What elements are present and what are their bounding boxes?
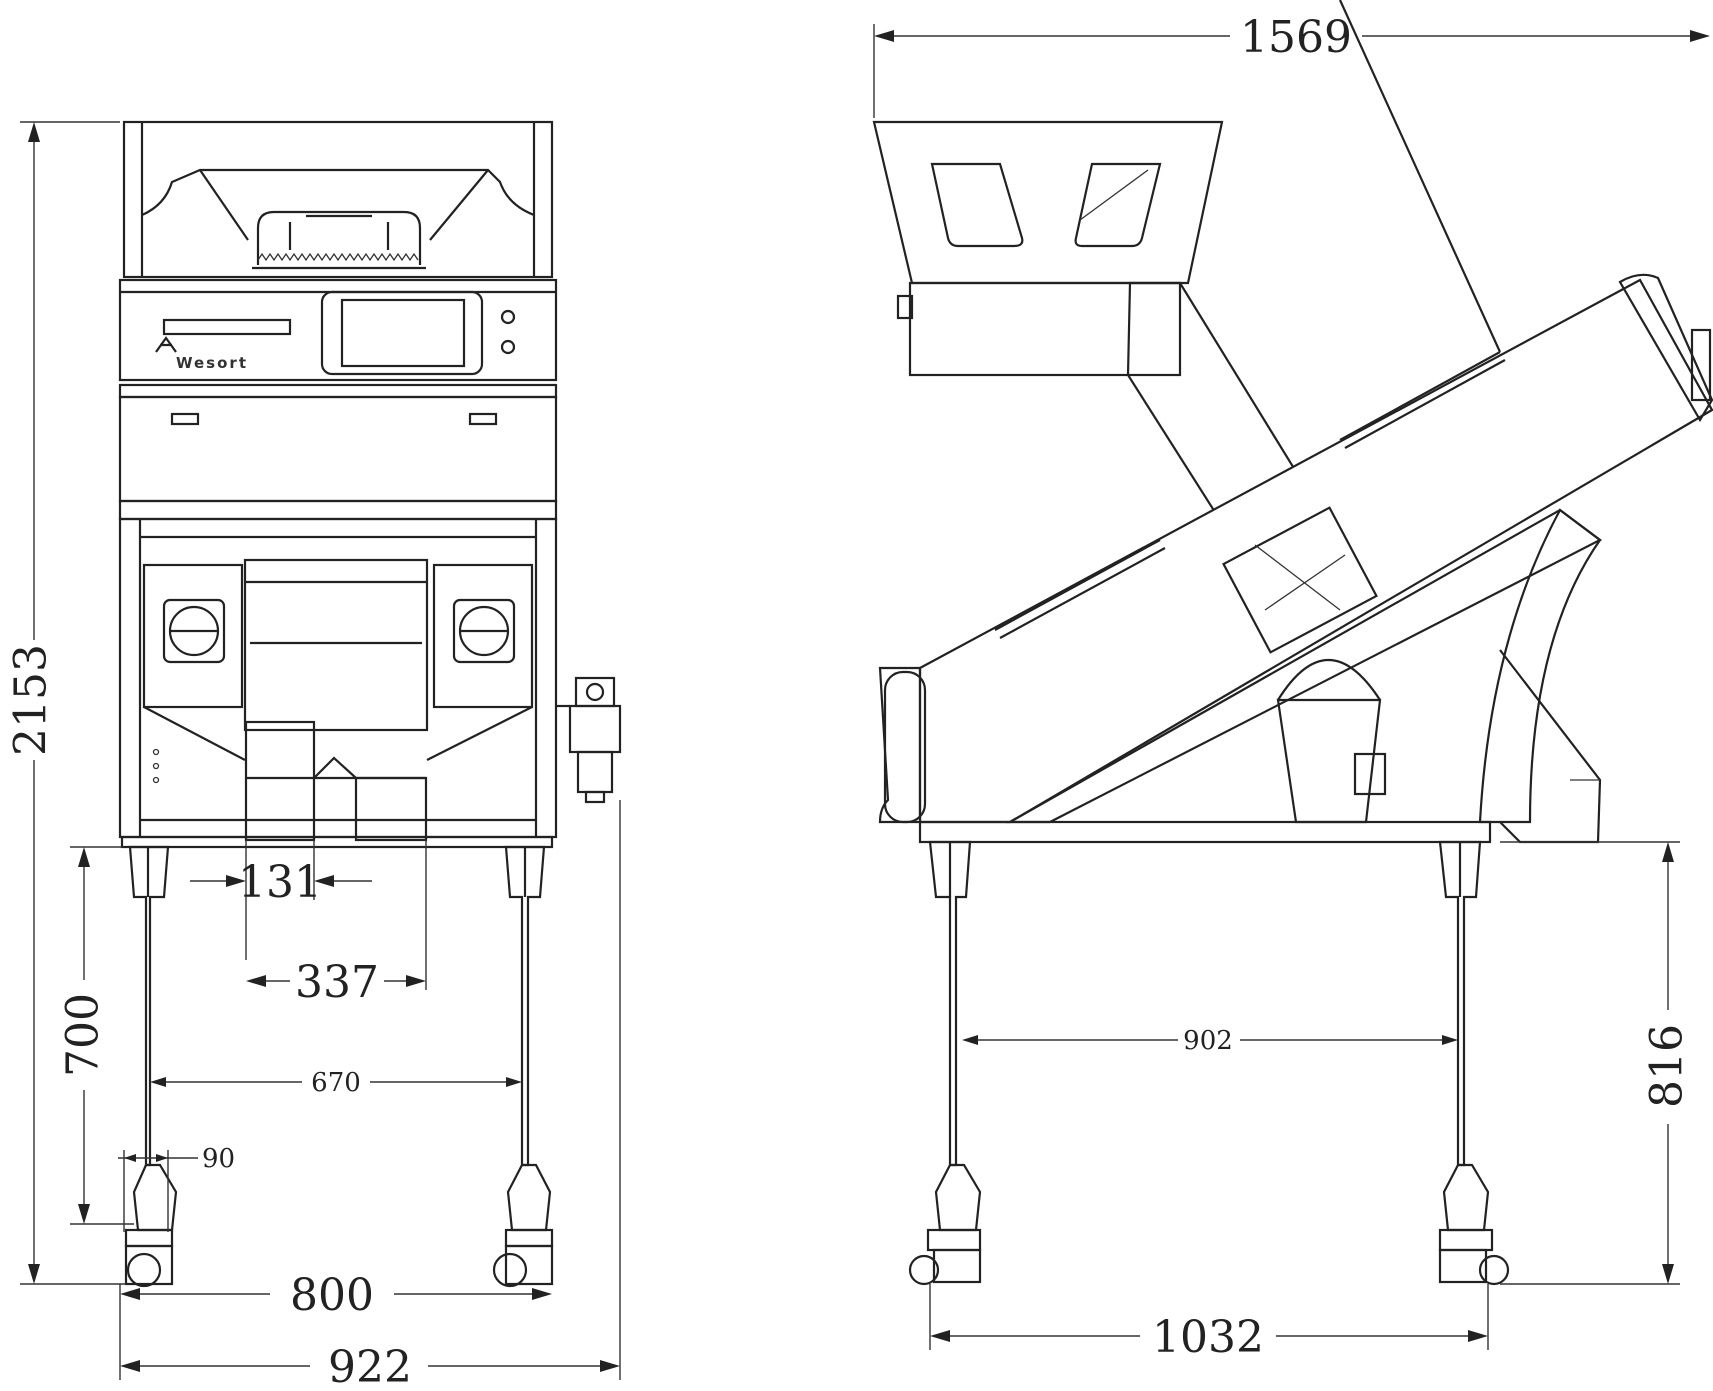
side-main-body [878, 0, 1713, 824]
dim-label-side-leg-inner-span: 902 [1183, 1026, 1233, 1056]
dim-label-overall-height: 2153 [6, 644, 57, 756]
front-dimensions: 2153 700 131 337 [6, 121, 621, 1391]
front-view: Wesort [118, 120, 622, 1288]
dim-caster-span: 800 [120, 1270, 552, 1321]
dim-label-caster-span: 800 [290, 1270, 374, 1321]
front-legs [120, 835, 554, 1288]
dim-overall-height: 2153 [6, 121, 126, 1285]
brand-logo: Wesort [176, 354, 248, 372]
dim-overall-width: 922 [119, 800, 621, 1391]
dim-label-side-caster-span: 1032 [1152, 1312, 1264, 1363]
side-hopper [872, 120, 1297, 522]
dim-label-leg-width: 90 [202, 1144, 235, 1174]
dim-label-overall-width: 922 [328, 1342, 412, 1391]
dim-label-overall-length: 1569 [1240, 12, 1352, 63]
side-view [872, 0, 1713, 1286]
dim-side-leg-inner-span: 902 [962, 1026, 1458, 1056]
front-upper-body [118, 383, 558, 521]
dim-leg-width: 90 [118, 1144, 235, 1232]
dim-outlet-width: 131 [190, 840, 372, 960]
dim-outlet-span: 337 [246, 840, 427, 1008]
front-control-panel: Wesort [118, 278, 558, 382]
side-legs [908, 840, 1510, 1286]
dim-side-leg-height: 816 [1500, 841, 1693, 1285]
dim-overall-length: 1569 [873, 12, 1710, 118]
front-filter-valve [556, 676, 622, 804]
dim-leg-height: 700 [58, 846, 134, 1225]
dim-leg-inner-span: 670 [150, 1068, 522, 1098]
dim-label-outlet-span: 337 [295, 957, 379, 1008]
dim-label-side-leg-height: 816 [1642, 1024, 1693, 1108]
dim-side-caster-span: 1032 [929, 1284, 1489, 1363]
dim-label-leg-height: 700 [58, 993, 109, 1077]
dim-label-outlet-width: 131 [238, 857, 322, 908]
front-lower-body [118, 517, 558, 842]
dim-label-leg-inner-span: 670 [311, 1068, 361, 1098]
front-hopper [122, 120, 554, 279]
side-dimensions: 1569 902 816 1032 [873, 12, 1710, 1363]
